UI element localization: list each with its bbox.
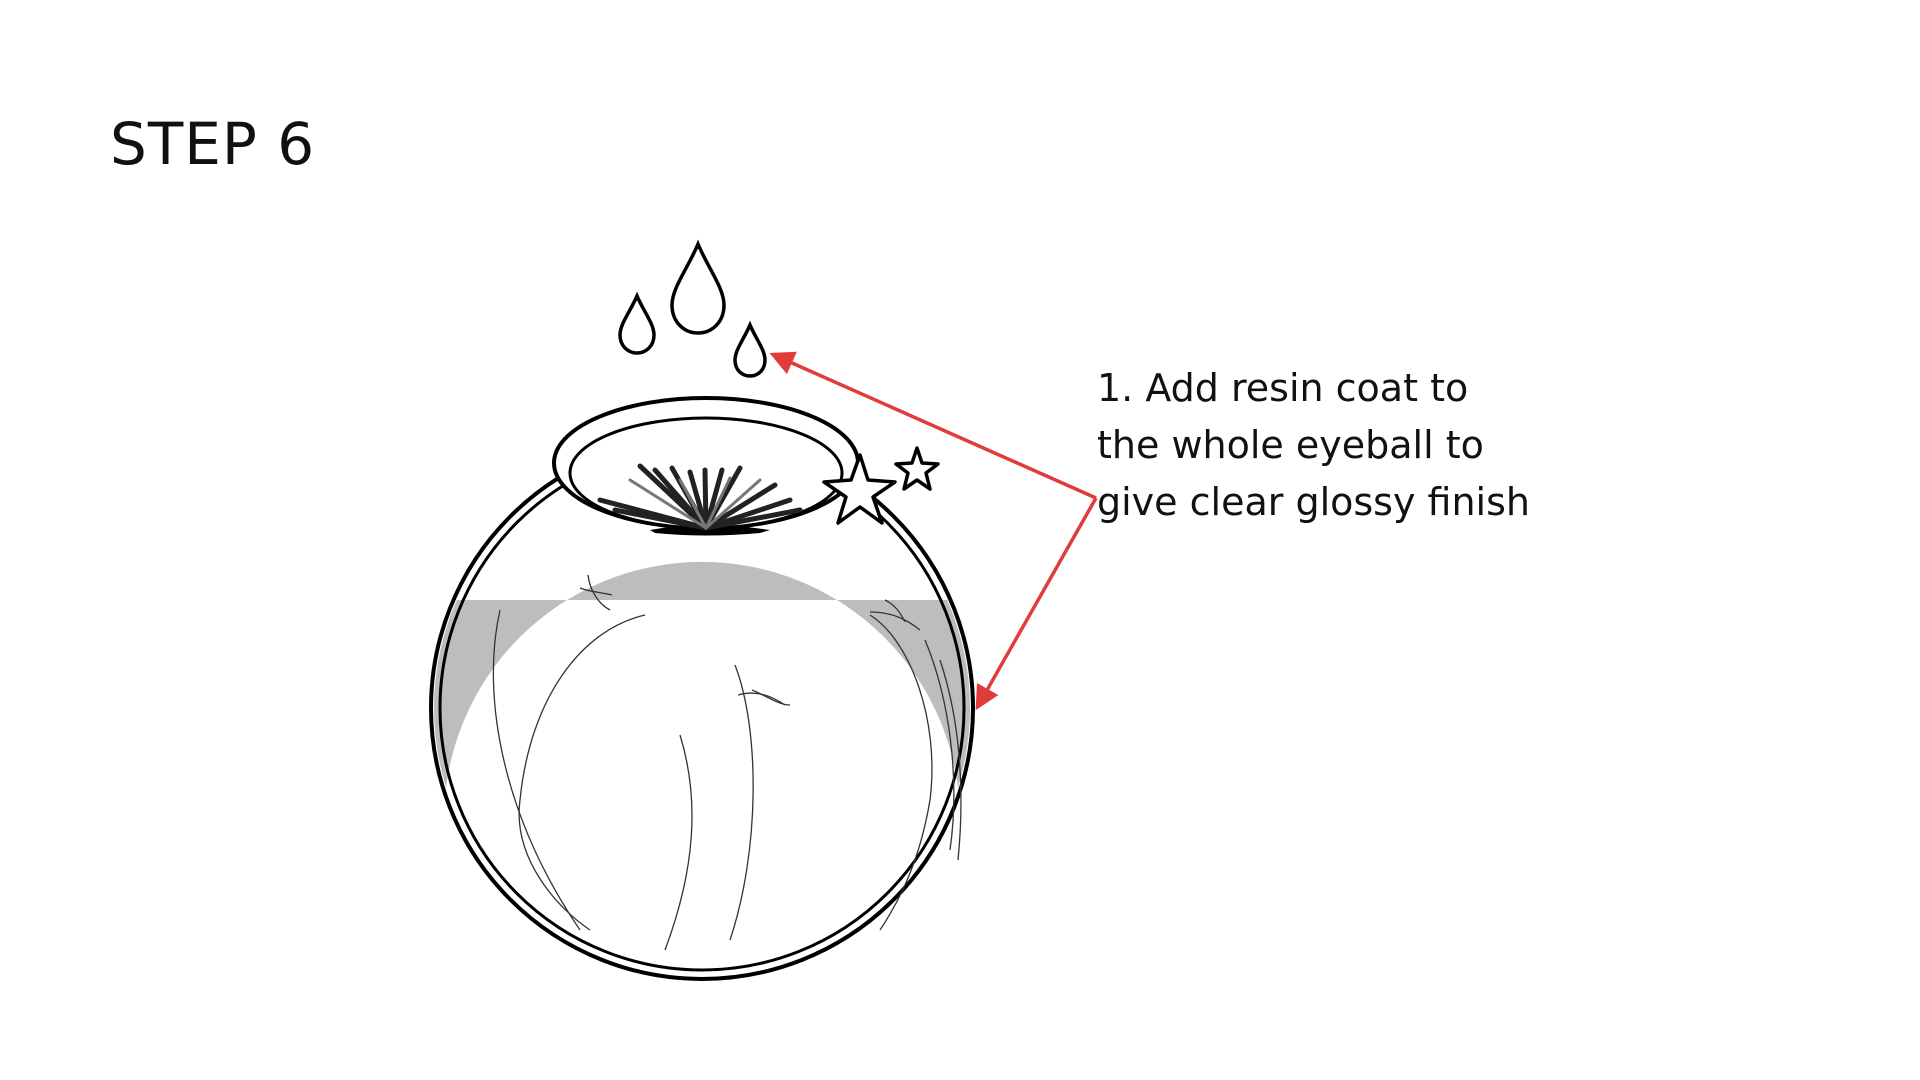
arrow-to-drops — [769, 351, 1097, 500]
iris-opening — [552, 396, 860, 536]
sparkle-star-icon — [822, 446, 940, 525]
instruction-text: 1. Add resin coat to the whole eyeball t… — [1097, 366, 1530, 524]
veins — [492, 574, 962, 951]
resin-drop-icon — [733, 320, 767, 378]
resin-drop-icon — [618, 291, 656, 355]
arrow-to-eyeball — [975, 497, 1098, 711]
step-title: STEP 6 — [110, 110, 316, 178]
pupil-shadow — [650, 525, 770, 536]
resin-drops — [618, 239, 767, 378]
annotation-arrows — [769, 351, 1098, 711]
eyeball-shadow — [434, 562, 970, 976]
iris-fibers — [597, 463, 803, 531]
resin-drop-icon — [670, 239, 726, 335]
